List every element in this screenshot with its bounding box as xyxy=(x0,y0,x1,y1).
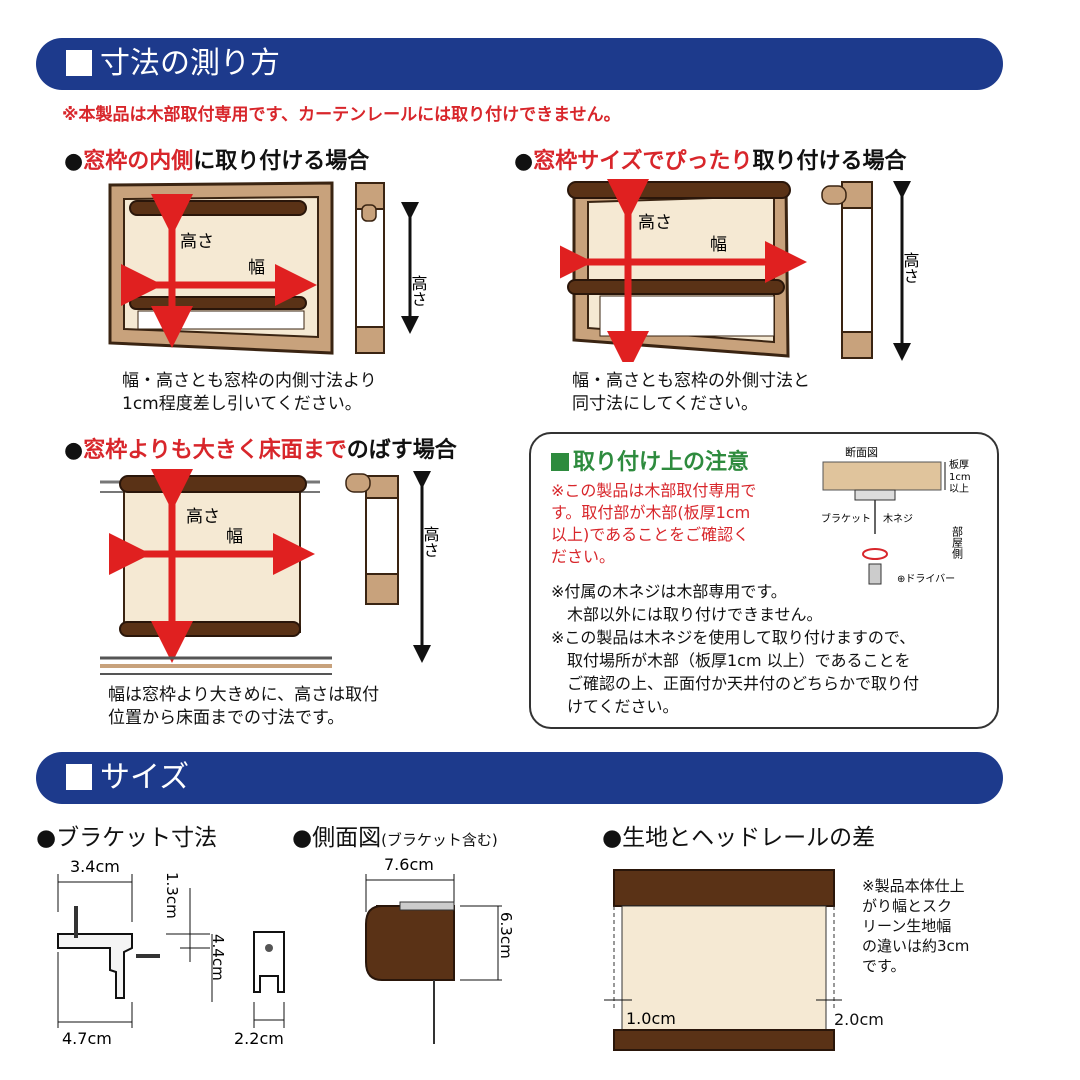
dim-2-0: 2.0cm xyxy=(834,1010,884,1029)
side-view-diagram: 7.6cm 6.3cm xyxy=(365,855,515,1044)
square-icon xyxy=(66,50,92,76)
thickness-label: 板厚 xyxy=(949,458,969,471)
cross-section-title: 断面図 xyxy=(845,445,878,459)
notice-red-line: ださい。 xyxy=(551,547,616,566)
case2-side-height: 高さ xyxy=(901,252,920,284)
section-banner-size: サイズ xyxy=(36,752,1003,804)
case3-note: 幅は窓枠より大きめに、高さは取付 位置から床面までの寸法です。 xyxy=(108,684,379,730)
room-side-label: 部屋側 xyxy=(951,525,964,559)
dim-4-4: 4.4cm xyxy=(209,934,227,981)
dim-6-3: 6.3cm xyxy=(497,912,515,959)
bracket-diagram: 3.4cm 4.7cm 1.3cm 4.4cm 2.2cm xyxy=(57,857,285,1048)
note-line: 幅は窓枠より大きめに、高さは取付 xyxy=(108,685,380,705)
case1-title: ●窓枠の内側に取り付ける場合 xyxy=(64,143,369,175)
case3-side-height: 高さ xyxy=(421,526,440,558)
thickness-value: 1cm xyxy=(949,472,971,483)
dim-3-4: 3.4cm xyxy=(70,857,120,876)
note-line: 1cm程度差し引いてください。 xyxy=(122,394,362,414)
dim-7-6: 7.6cm xyxy=(384,855,434,874)
dim-1-3: 1.3cm xyxy=(163,872,181,919)
dim-2-2: 2.2cm xyxy=(234,1029,284,1048)
section-banner-measure: 寸法の測り方 xyxy=(36,38,1003,90)
bullet: ● xyxy=(64,438,84,463)
notice-red-text: ※この製品は木部取付専用で す。取付部が木部(板厚1cm 以上)であることをご確… xyxy=(551,480,756,568)
notice-line: けてください。 xyxy=(567,697,679,716)
case3-title: ●窓枠よりも大きく床面までのばす場合 xyxy=(64,432,457,464)
fabric-diff-title: ●生地とヘッドレールの差 xyxy=(602,825,876,851)
case1-title-red: 窓枠の内側 xyxy=(83,149,194,174)
case3-title-rest: のばす場合 xyxy=(346,438,457,463)
notice-line: ※この製品は木ネジを使用して取り付けますので、 xyxy=(551,628,916,647)
notice-title-text: 取り付け上の注意 xyxy=(573,450,750,475)
case1-diagram: 高さ 幅 高さ xyxy=(108,181,428,355)
case2-note: 幅・高さとも窓枠の外側寸法と 同寸法にしてください。 xyxy=(572,370,810,416)
notice-box: 取り付け上の注意 ※この製品は木部取付専用で す。取付部が木部(板厚1cm 以上… xyxy=(529,432,999,729)
bullet: ● xyxy=(514,149,534,174)
case3-title-red: 窓枠よりも大きく床面まで xyxy=(83,438,347,463)
case2-title: ●窓枠サイズでぴったり取り付ける場合 xyxy=(514,143,907,175)
fabric-diff-note: ※製品本体仕上 がり幅とスク リーン生地幅 の違いは約3cm です。 xyxy=(862,876,969,976)
case1-title-rest: に取り付ける場合 xyxy=(193,149,370,174)
side-view-title: ●側面図(ブラケット含む) xyxy=(292,818,498,852)
note-line: 位置から床面までの寸法です。 xyxy=(108,708,345,728)
note-line: 幅・高さとも窓枠の内側寸法より xyxy=(122,371,377,391)
bullet: ● xyxy=(64,149,84,174)
notice-body: ※付属の木ネジは木部専用です。 木部以外には取り付けできません。 ※この製品は木… xyxy=(551,580,919,718)
side-view-title-main: ●側面図 xyxy=(292,825,382,851)
case1-side-height: 高さ xyxy=(409,275,428,307)
case2-width-label: 幅 xyxy=(710,235,727,255)
dim-1-0: 1.0cm xyxy=(626,1009,676,1028)
banner-title: サイズ xyxy=(100,760,190,795)
fabric-diff-diagram: 1.0cm xyxy=(604,869,842,1051)
case1-width-label: 幅 xyxy=(248,258,265,278)
driver-label: ⊕ドライバー xyxy=(897,573,955,585)
notice-red-line: す。取付部が木部(板厚1cm xyxy=(551,503,751,522)
case2-diagram: 高さ 幅 高さ xyxy=(560,179,920,362)
rotate-icon xyxy=(862,548,888,560)
notice-red-line: 以上)であることをご確認く xyxy=(551,525,750,544)
notice-red-line: ※この製品は木部取付専用で xyxy=(551,481,757,500)
notice-line: 取付場所が木部（板厚1cm 以上）であることを xyxy=(567,651,911,670)
green-square-icon xyxy=(551,453,569,471)
case1-height-label: 高さ xyxy=(180,232,214,252)
clip-hole-icon xyxy=(265,944,273,952)
case2-title-red: 窓枠サイズでぴったり xyxy=(533,149,753,174)
note-line: リーン生地幅 xyxy=(862,917,952,935)
note-line: の違いは約3cm xyxy=(862,937,970,955)
case3-height-label: 高さ xyxy=(186,507,220,527)
case2-title-rest: 取り付ける場合 xyxy=(752,149,907,174)
screw-label: 木ネジ xyxy=(883,513,913,525)
notice-title: 取り付け上の注意 xyxy=(551,444,749,476)
dim-4-7: 4.7cm xyxy=(62,1029,112,1048)
notice-line: 木部以外には取り付けできません。 xyxy=(567,605,823,624)
note-line: 同寸法にしてください。 xyxy=(572,394,758,414)
warning-text: ※本製品は木部取付専用です、カーテンレールには取り付けできません。 xyxy=(62,105,621,125)
case1-note: 幅・高さとも窓枠の内側寸法より 1cm程度差し引いてください。 xyxy=(122,370,377,416)
note-line: ※製品本体仕上 xyxy=(862,877,965,895)
note-line: です。 xyxy=(862,957,906,975)
banner-title: 寸法の測り方 xyxy=(100,46,280,81)
note-line: 幅・高さとも窓枠の外側寸法と xyxy=(572,371,810,391)
case3-width-label: 幅 xyxy=(226,527,243,547)
notice-line: ※付属の木ネジは木部専用です。 xyxy=(551,582,787,601)
bracket-label: ブラケット xyxy=(821,512,871,525)
bracket-title: ●ブラケット寸法 xyxy=(36,825,218,851)
side-view-title-sub: (ブラケット含む) xyxy=(381,831,498,849)
case2-height-label: 高さ xyxy=(638,213,672,233)
square-icon xyxy=(66,764,92,790)
thickness-min: 以上 xyxy=(949,483,969,495)
cross-section-diagram: 断面図 板厚 1cm 以上 ブラケット 木ネジ ⊕ドライバー 部屋側 xyxy=(821,445,971,585)
case3-diagram: 高さ 幅 高さ xyxy=(100,469,440,675)
note-line: がり幅とスク xyxy=(862,897,953,915)
notice-line: ご確認の上、正面付か天井付のどちらかで取り付 xyxy=(567,674,920,693)
